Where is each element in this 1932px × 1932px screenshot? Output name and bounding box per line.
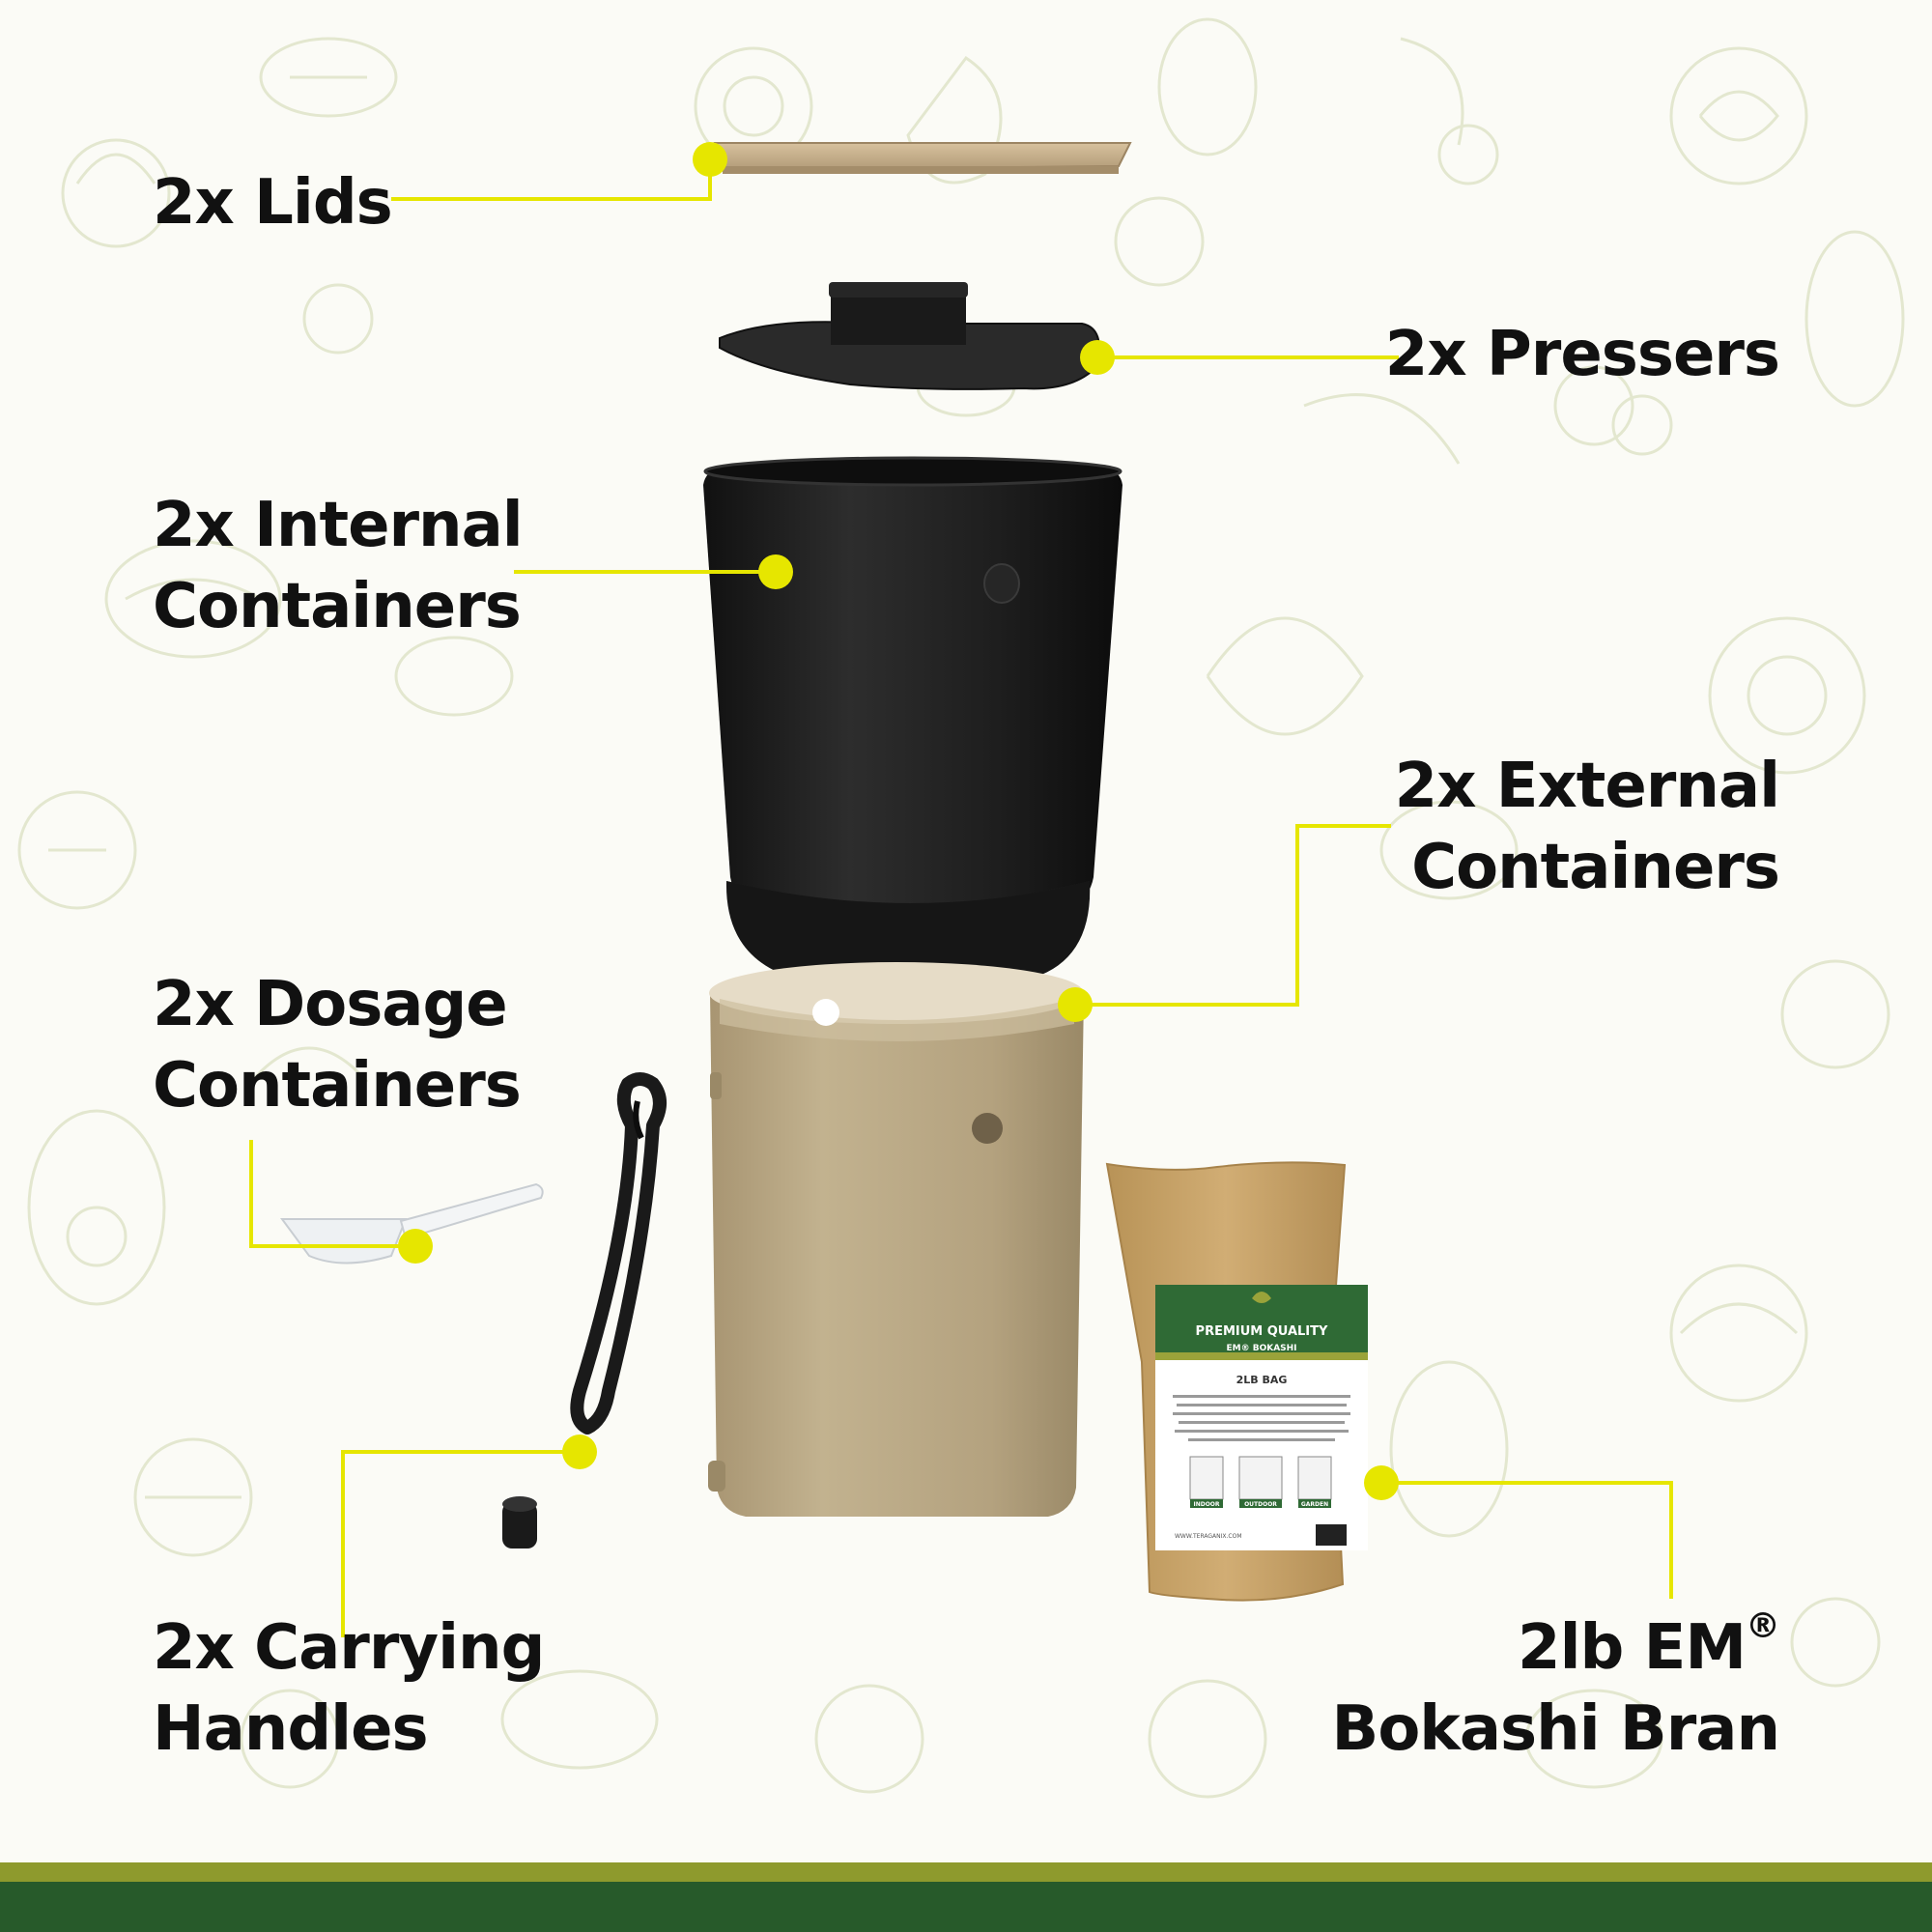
bag-tag-indoor: INDOOR: [1193, 1501, 1219, 1508]
bokashi-bag-icon: [1105, 1161, 1368, 1602]
bag-website: WWW.TERAGANIX.COM: [1175, 1533, 1242, 1540]
internal-containers-label: 2x Internal Containers: [153, 485, 524, 647]
bag-size: 2LB BAG: [1236, 1374, 1288, 1386]
dosage-label-line2: Containers: [153, 1050, 522, 1122]
external-label-line2: Containers: [1411, 832, 1780, 903]
external-callout-dot: [1058, 987, 1093, 1022]
lids-callout-dot: [693, 142, 727, 177]
internal-callout-dot: [758, 554, 793, 589]
bottom-accent-strip: [0, 1862, 1932, 1882]
presser-icon: [719, 282, 1100, 390]
external-containers-label: 2x External Containers: [1394, 746, 1780, 908]
internal-label-line2: Containers: [153, 571, 522, 642]
dosage-scoop-icon: [280, 1182, 544, 1264]
dosage-label-line1: 2x Dosage: [153, 969, 508, 1040]
pressers-label-text: 2x Pressers: [1384, 319, 1780, 390]
pressers-label: 2x Pressers: [1384, 314, 1780, 395]
bag-tag-garden: GARDEN: [1301, 1501, 1328, 1508]
internal-label-line1: 2x Internal: [153, 490, 524, 561]
bran-label-line2: Bokashi Bran: [1331, 1693, 1780, 1765]
handles-label-line2: Handles: [153, 1693, 429, 1765]
registered-mark: ®: [1746, 1606, 1780, 1646]
handles-label-line1: 2x Carrying: [153, 1612, 545, 1684]
bag-title-line1: PREMIUM QUALITY: [1196, 1324, 1328, 1339]
lids-label-text: 2x Lids: [153, 167, 393, 239]
external-container-icon: [708, 962, 1084, 1517]
external-label-line1: 2x External: [1394, 751, 1780, 822]
handles-callout-dot: [562, 1435, 597, 1469]
bran-label-line1-wrap: 2lb EM®: [1332, 1606, 1780, 1689]
dosage-containers-label: 2x Dosage Containers: [153, 964, 522, 1126]
bottom-brand-strip: [0, 1882, 1932, 1932]
bran-label-line1: 2lb EM: [1518, 1612, 1747, 1684]
bokashi-bran-label: 2lb EM® Bokashi Bran: [1331, 1606, 1780, 1770]
bag-title-line2: EM® BOKASHI: [1226, 1344, 1296, 1353]
dosage-callout-dot: [398, 1229, 433, 1264]
pressers-callout-dot: [1080, 340, 1115, 375]
lids-label: 2x Lids: [153, 162, 393, 243]
bag-tag-outdoor: OUTDOOR: [1244, 1501, 1277, 1508]
bran-callout-dot: [1364, 1465, 1399, 1500]
carrying-handles-label: 2x Carrying Handles: [153, 1607, 545, 1770]
carrying-handle-icon: [502, 1072, 667, 1548]
internal-container-icon: [703, 456, 1122, 991]
